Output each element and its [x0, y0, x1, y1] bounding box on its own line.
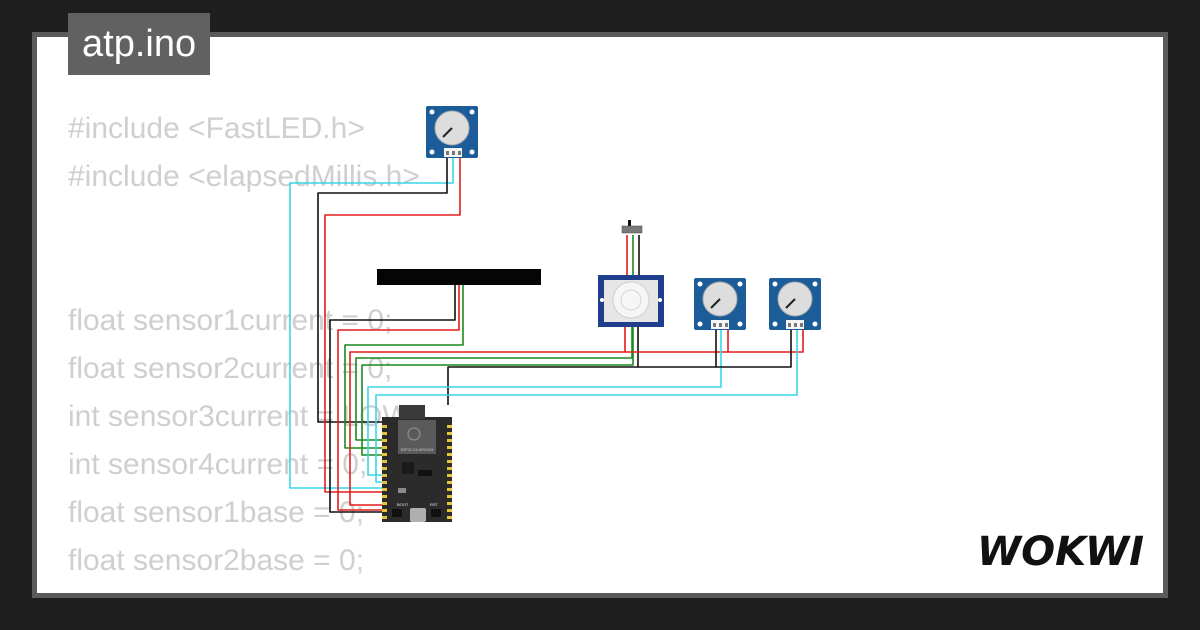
code-line: float sensor2current = 0; [68, 352, 393, 385]
slide-switch-icon[interactable] [621, 220, 643, 234]
wire-green [344, 285, 464, 449]
esp32-board-icon[interactable]: ESP32-C6-WROOM BOOT RST [382, 405, 452, 522]
code-line: long sensor2base_time = 0; [68, 585, 437, 593]
wokwi-logo: WOKWI [977, 529, 1144, 575]
pir-sensor-icon[interactable] [598, 275, 664, 327]
wire-black [447, 325, 639, 405]
code-line: float sensor1current = 0; [68, 304, 393, 337]
wire-cyan [375, 328, 798, 483]
wire-black [716, 328, 792, 368]
wire-red [728, 328, 804, 353]
potentiometer-icon[interactable] [769, 278, 821, 330]
wire-red [337, 285, 460, 511]
boot-label: BOOT [397, 502, 409, 507]
wire-black [317, 158, 448, 423]
code-line: #include <FastLED.h> [68, 112, 365, 145]
chip-label: ESP32-C6-WROOM [401, 448, 434, 452]
wire-red [349, 325, 626, 506]
code-preview: #include <FastLED.h> #include <elapsedMil… [68, 105, 437, 593]
wire-black [638, 328, 717, 368]
reset-button[interactable] [431, 509, 441, 517]
code-line: #include <elapsedMillis.h> [68, 160, 420, 193]
potentiometer-icon[interactable] [426, 106, 478, 158]
code-line: float sensor2base = 0; [68, 544, 365, 577]
wire-green [355, 325, 633, 441]
wire-black [329, 285, 456, 513]
code-line: float sensor1base = 0; [68, 496, 365, 529]
project-title: atp.ino [68, 13, 211, 75]
potentiometer-icon[interactable] [694, 278, 746, 330]
wire-red [625, 328, 729, 353]
wire-red [324, 158, 461, 493]
led-strip-icon[interactable] [377, 269, 541, 285]
rst-label: RST [430, 502, 439, 507]
wokwi-logo-text: WOKWI [977, 529, 1144, 575]
boot-button[interactable] [392, 509, 402, 517]
